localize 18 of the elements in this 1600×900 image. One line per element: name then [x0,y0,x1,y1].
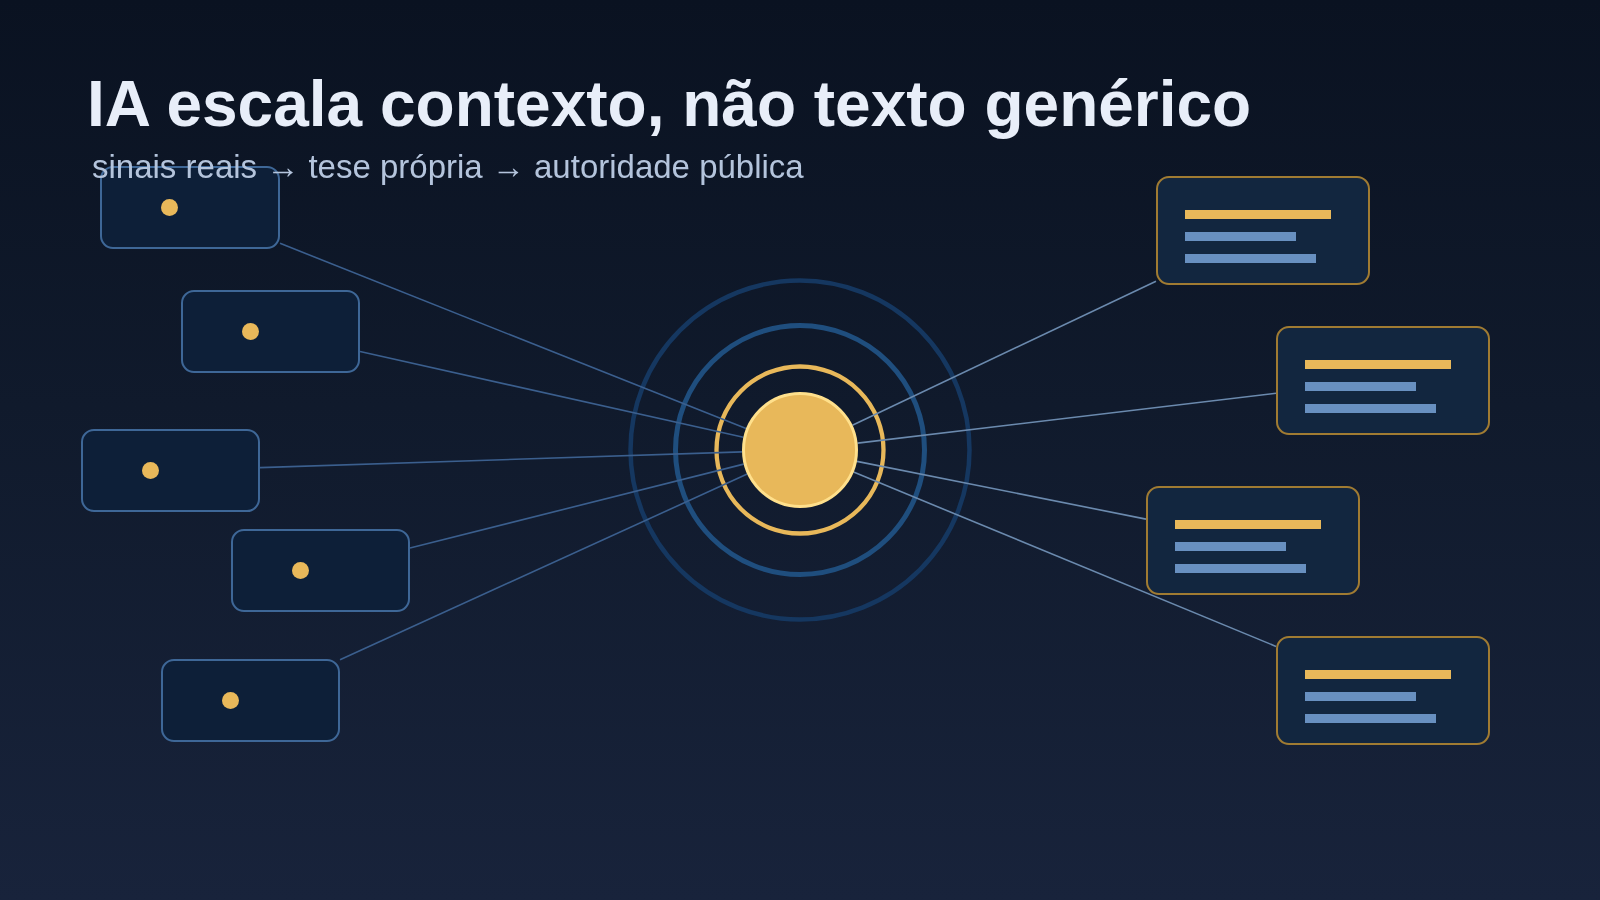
output-card [1156,176,1370,285]
connector-line [852,471,1277,648]
connector-line [851,280,1157,426]
source-card [231,529,410,612]
connector-line [339,473,748,661]
connector-line [409,463,745,549]
output-card [1276,636,1490,745]
connector-line [359,350,745,439]
connector-line [259,451,743,469]
source-card [81,429,260,512]
connector-line [856,392,1277,444]
source-card [181,290,360,373]
output-card [1146,486,1360,595]
connector-line [856,460,1147,520]
connector-line [279,242,747,430]
output-card [1276,326,1490,435]
slide-title: IA escala contexto, não texto genérico [87,68,1252,142]
source-card [161,659,340,742]
